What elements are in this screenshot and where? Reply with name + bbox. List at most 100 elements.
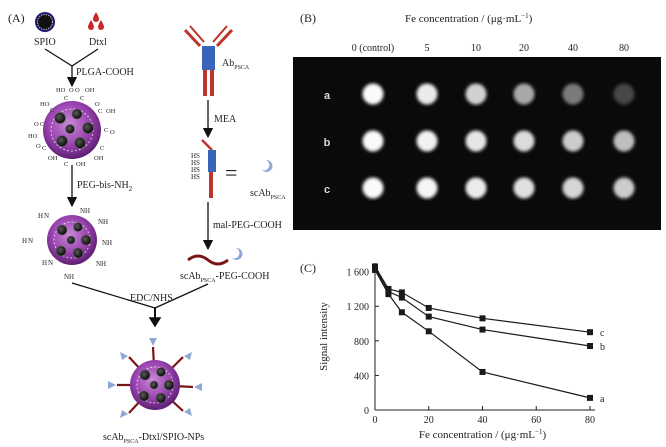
svg-text:HO: HO [56,87,66,94]
plga-label: PLGA-COOH [76,67,134,78]
data-point-c [587,329,593,336]
panel-b-label: (B) [300,11,316,25]
series-label-b: b [600,342,605,353]
svg-text:O: O [69,87,74,94]
mri-phantom [416,130,438,152]
mri-column-label: 80 [619,43,629,54]
final-label: scAbPSCA-Dtxl/SPIO-NPs [103,432,204,445]
panel-a: (A) SPIO Dtxl PLGA-COOH [8,11,286,445]
svg-text:HS: HS [191,173,200,181]
mri-column-label: 5 [425,43,430,54]
svg-text:OH: OH [85,87,95,94]
svg-text:HS: HS [191,159,200,167]
data-point-b [398,294,405,301]
svg-text:N: N [44,212,49,220]
svg-text:H: H [22,237,27,245]
scab-label: scAbPSCA [250,188,286,201]
mri-row-label: c [324,184,330,196]
mri-row-label: a [324,90,331,102]
svg-text:H: H [42,259,47,267]
scab-peg-icon [187,247,243,266]
svg-text:C: C [64,95,68,102]
data-point-b [425,313,432,320]
data-point-a [479,368,486,375]
series-line-c [374,266,591,333]
scab-peg-label: scAbPSCA-PEG-COOH [180,271,269,284]
svg-text:OH: OH [106,108,116,115]
mri-phantom [562,177,584,199]
panel-b: (B) Fe concentration / (μg·mL−1) 0 (cont… [293,11,661,230]
series-line-a [374,269,591,399]
mri-phantom [513,177,535,199]
svg-text:NH: NH [98,218,108,226]
svg-text:OH: OH [94,155,104,162]
svg-text:C: C [40,121,44,128]
mri-phantom [465,130,487,152]
svg-text:O: O [110,129,115,136]
svg-text:NH: NH [64,273,74,281]
mri-phantom [362,130,384,152]
mal-peg-label: mal-PEG-COOH [213,220,282,231]
svg-text:HO: HO [40,101,50,108]
svg-text:HO: HO [28,133,38,140]
dtxl-drops-icon [88,12,104,30]
mri-phantom [416,83,438,105]
svg-text:C: C [98,108,102,115]
antibody-icon [183,25,234,96]
peg-bis-label: PEG-bis-NH2 [77,180,133,193]
svg-text:OH: OH [76,161,86,168]
data-point-c [479,315,486,322]
mea-label: MEA [214,114,237,125]
mri-column-label: 0 (control) [352,43,395,54]
svg-text:O: O [34,121,39,128]
final-nanoparticle [108,338,202,418]
data-point-a [398,309,405,316]
svg-text:C: C [42,145,46,152]
data-point-c [425,304,432,311]
data-point-c [372,263,378,270]
mri-phantom [362,177,384,199]
mri-phantom [613,177,635,199]
mri-phantoms [362,83,635,199]
svg-text:N: N [28,237,33,245]
join-connector [44,48,99,88]
mri-phantom [465,177,487,199]
svg-text:O: O [95,101,100,108]
svg-text:O: O [75,87,80,94]
svg-text:H: H [38,212,43,220]
x-tick-label: 40 [478,415,488,426]
data-point-b [587,343,593,350]
mri-phantom [416,177,438,199]
y-tick-label: 800 [354,337,369,348]
mri-row-labels: abc [324,90,331,196]
data-point-b [479,326,486,333]
y-tick-label: 1 600 [347,268,370,279]
dtxl-label: Dtxl [89,37,107,48]
data-point-c [385,285,392,292]
panel-c-label: (C) [300,261,316,275]
mri-phantom [562,130,584,152]
svg-text:NH: NH [102,239,112,247]
series-line-b [374,267,591,347]
equals-sign: = [225,160,237,185]
spio-icon [35,12,55,32]
svg-text:C: C [50,107,54,114]
mri-phantom [513,83,535,105]
half-antibody-icon [201,139,216,198]
svg-text:O: O [36,143,41,150]
svg-text:C: C [100,145,104,152]
panel-a-label: (A) [8,11,25,25]
svg-text:C: C [104,127,108,134]
mri-phantom [562,83,584,105]
x-tick-label: 0 [373,415,378,426]
y-tick-label: 1 200 [347,302,370,313]
svg-text:NH: NH [96,260,106,268]
spio-label: SPIO [34,37,56,48]
mri-phantom [613,83,635,105]
